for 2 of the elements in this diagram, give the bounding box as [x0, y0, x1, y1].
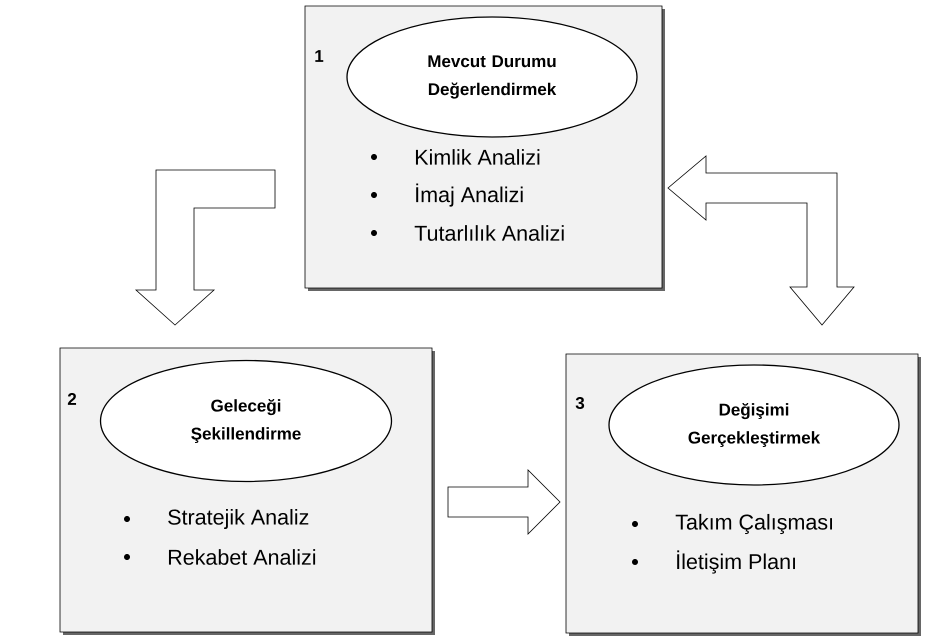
block-arrow	[134, 170, 276, 326]
block-arrow	[448, 469, 561, 535]
